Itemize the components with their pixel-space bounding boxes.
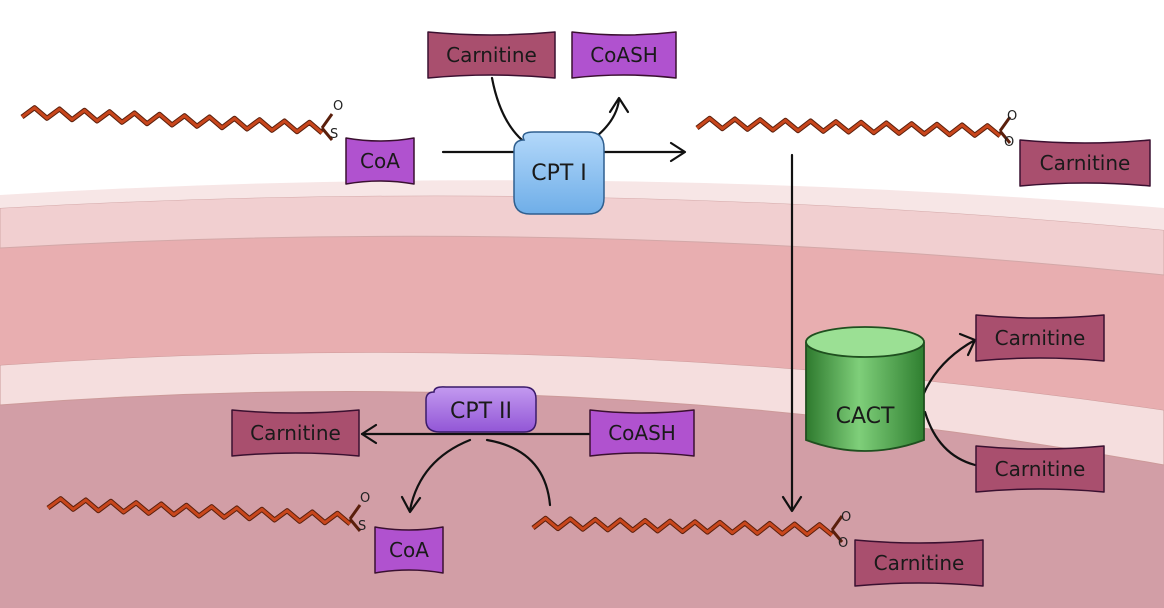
oxygen-atom: O <box>838 536 848 551</box>
carnitine-box-cact-out-label: Carnitine <box>995 326 1086 350</box>
acyl-coa-chain-bottom <box>47 497 351 526</box>
acyl-coa-chain-bottom-bond-0 <box>348 504 362 520</box>
coa-box-bottom-label: CoA <box>389 538 429 562</box>
carnitine-box-released-label: Carnitine <box>250 421 341 445</box>
acylcarnitine-chain-top-bond-0 <box>998 116 1012 132</box>
acylcarnitine-chain-bottom-bond-1 <box>830 529 844 543</box>
acyl-coa-chain-top-outline <box>20 105 324 135</box>
acyl-coa-chain-top-bond-1 <box>320 127 334 141</box>
acylcarnitine-chain-bottom <box>532 516 833 537</box>
acylcarnitine-chain-top-bond-1 <box>998 130 1012 144</box>
acylcarnitine-chain-bottom-bond-0 <box>830 515 844 531</box>
carnitine-box-acyl-bottom: Carnitine <box>854 539 984 587</box>
arrowhead-icon <box>360 423 378 445</box>
carnitine-box-acyl-top-label: Carnitine <box>1040 151 1131 175</box>
coash-box-bottom-label: CoASH <box>608 421 676 445</box>
coash-box-bottom-shape <box>589 409 695 457</box>
oxygen-atom: O <box>841 510 851 525</box>
carnitine-box-top: Carnitine <box>427 31 556 79</box>
cpt1-label: CPT I <box>531 161 587 186</box>
carnitine-box-cact-out-shape <box>975 314 1105 362</box>
arrowhead-icon <box>669 141 687 163</box>
outer-membrane <box>0 195 1164 276</box>
enzyme-blob-icon <box>425 386 537 433</box>
acyl-coa-top-atoms: O S <box>330 99 343 142</box>
cact-carnitine-in-curve <box>923 410 977 467</box>
coa-box-top-shape <box>345 137 415 185</box>
cpt2-label: CPT II <box>450 399 512 424</box>
carnitine-box-acyl-top: Carnitine <box>1019 139 1151 187</box>
cact-label: CACT <box>836 404 895 429</box>
transporter-cylinder-icon <box>805 342 925 452</box>
carnitine-box-acyl-bottom-label: Carnitine <box>874 551 965 575</box>
carnitine-box-acyl-top-shape <box>1019 139 1151 187</box>
coash-box-top: CoASH <box>571 31 677 79</box>
carnitine-box-cact-in-shape <box>975 445 1105 493</box>
carnitine-box-released-shape <box>231 409 360 457</box>
acylcarnitine-in-curve <box>485 438 552 507</box>
acyl-chains <box>20 105 1012 543</box>
acyl-coa-bottom-atoms: O S <box>358 491 370 534</box>
oxygen-atom: O <box>333 99 343 114</box>
arrowhead-icon <box>958 332 977 357</box>
coash-box-top-shape <box>571 31 677 79</box>
oxygen-atom: O <box>360 491 370 506</box>
cpt1-enzyme: CPT I <box>513 131 605 215</box>
acyl-coa-chain-bottom-bond-1 <box>348 518 362 532</box>
coa-box-bottom-shape <box>374 526 444 574</box>
carnitine-box-acyl-bottom-shape <box>854 539 984 587</box>
cytosol-band <box>0 180 1164 230</box>
carnitine-box-cact-out: Carnitine <box>975 314 1105 362</box>
acylcarnitine-top-atoms: O O <box>1004 109 1017 150</box>
arrowhead-icon <box>400 495 422 514</box>
coa-box-bottom: CoA <box>374 526 444 574</box>
sulfur-atom: S <box>358 519 366 534</box>
oxygen-atom: O <box>1007 109 1017 124</box>
arrowhead-icon <box>608 96 630 114</box>
acyl-coa-chain-top-bond-0 <box>320 113 334 129</box>
enzyme-blob-icon <box>513 131 605 215</box>
carnitine-box-top-label: Carnitine <box>446 43 537 67</box>
oxygen-atom: O <box>1004 135 1014 150</box>
carnitine-box-cact-in-label: Carnitine <box>995 457 1086 481</box>
carnitine-in-curve <box>490 76 524 142</box>
arrowhead-icon <box>781 495 803 513</box>
carnitine-box-cact-in: Carnitine <box>975 445 1105 493</box>
cact-transporter: CACT <box>805 326 925 452</box>
acyl-coa-chain-top <box>21 106 323 135</box>
cylinder-top <box>805 326 925 358</box>
carnitine-box-top-shape <box>427 31 556 79</box>
sulfur-atom: S <box>330 127 338 142</box>
acylcarnitine-chain-top <box>696 116 1001 138</box>
coa-box-top-label: CoA <box>360 149 400 173</box>
coa-box-top: CoA <box>345 137 415 185</box>
carnitine-box-released: Carnitine <box>231 409 360 457</box>
acylcarnitine-bottom-atoms: O O <box>838 510 851 551</box>
cpt2-enzyme: CPT II <box>425 386 537 433</box>
coa-formation-curve <box>408 438 472 512</box>
coash-box-bottom: CoASH <box>589 409 695 457</box>
coash-box-top-label: CoASH <box>590 43 658 67</box>
